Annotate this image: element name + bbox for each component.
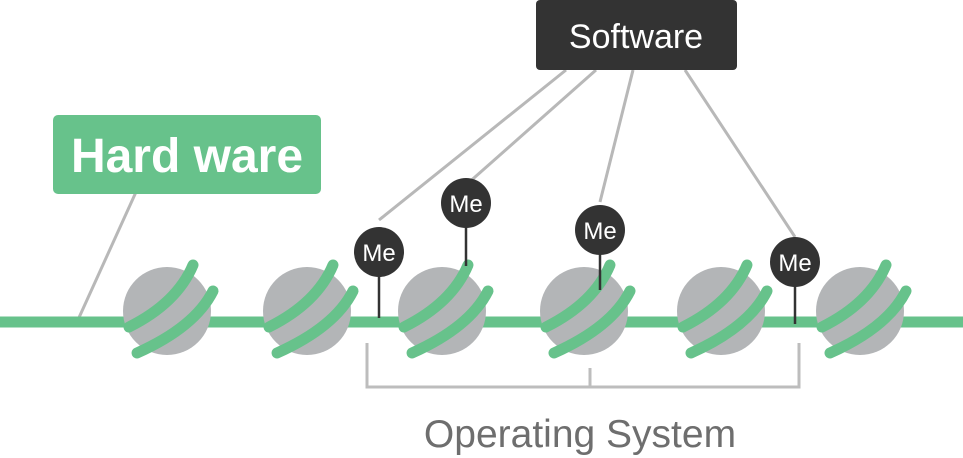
software-label: Software [536, 0, 737, 70]
spool [677, 259, 773, 359]
marker-pins [377, 222, 797, 324]
spool [540, 259, 636, 359]
spool [398, 259, 494, 359]
spool [123, 259, 219, 359]
software-connector-4 [683, 69, 797, 238]
hardware-label-text: Hard ware [71, 130, 303, 183]
os-bracket [365, 343, 801, 389]
me-marker: Me [441, 178, 491, 228]
os-label: Operating System [424, 413, 736, 456]
spool [263, 259, 359, 359]
me-marker-label: Me [449, 191, 482, 218]
me-marker: Me [575, 205, 625, 255]
software-connector-2 [465, 68, 597, 187]
hardware-label: Hard ware [53, 115, 321, 194]
software-connector-3 [598, 69, 635, 203]
software-label-text: Software [569, 18, 703, 56]
connector-lines [75, 68, 797, 323]
me-marker-label: Me [362, 240, 395, 267]
me-marker: Me [770, 237, 820, 287]
me-marker-label: Me [583, 218, 616, 245]
spools [123, 259, 912, 359]
markers: Me Me Me Me [354, 178, 820, 287]
spool [816, 259, 912, 359]
hardware-connector [75, 191, 138, 323]
me-marker: Me [354, 227, 404, 277]
me-marker-label: Me [778, 250, 811, 277]
software-connector-1 [378, 68, 567, 222]
